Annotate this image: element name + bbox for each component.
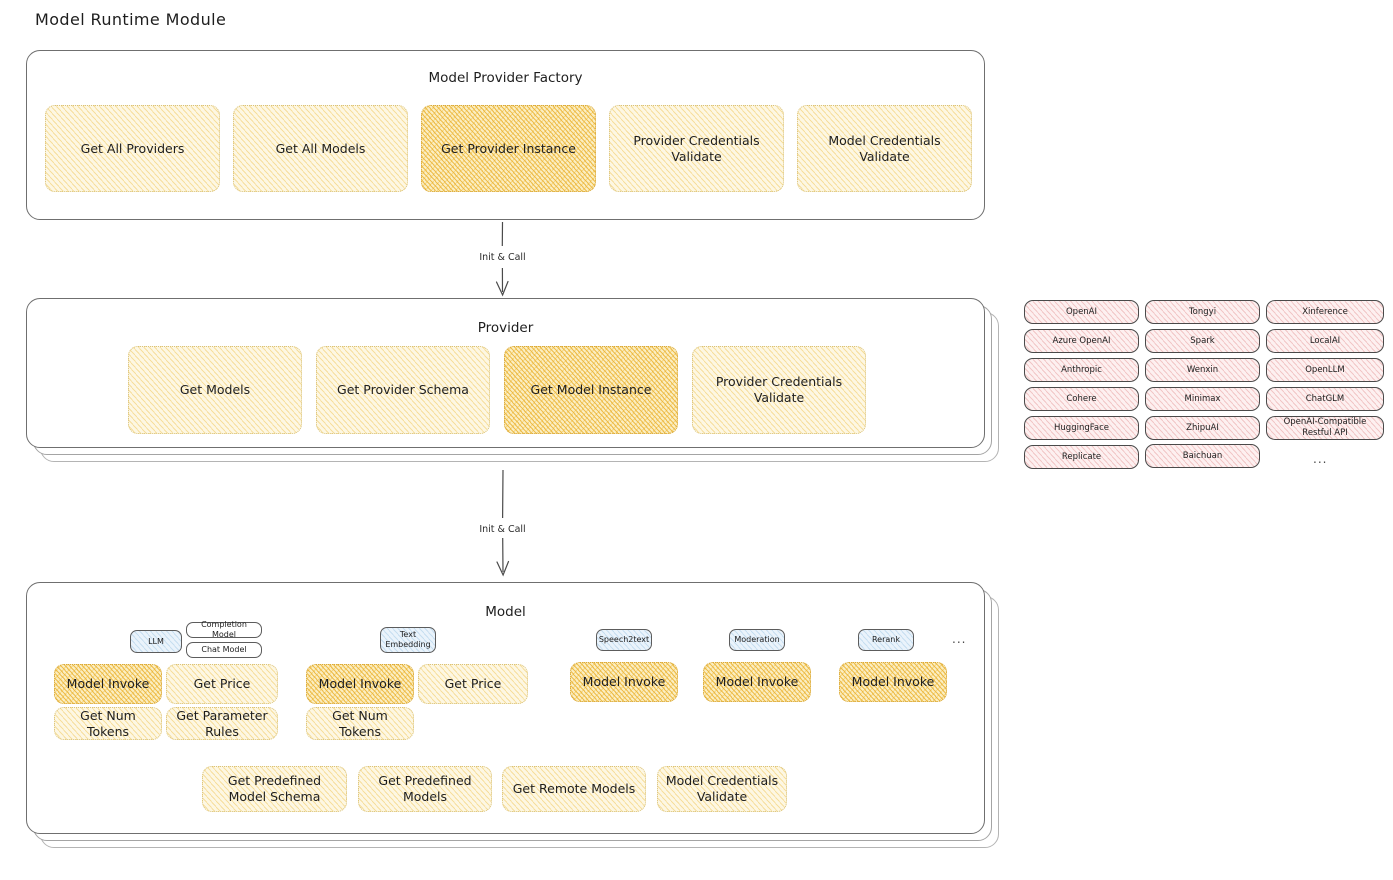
provider-chip-cohere[interactable]: Cohere [1024,387,1139,411]
arrow-label-init-and-call: Init & Call [475,523,530,536]
factory-box-provider-credentials-validate[interactable]: Provider Credentials Validate [609,105,784,192]
model-provider-factory-container: Model Provider Factory Get All Providers… [26,50,985,220]
model-common-model-credentials-validate[interactable]: Model Credentials Validate [657,766,787,812]
provider-list: OpenAI Azure OpenAI Anthropic Cohere Hug… [1024,300,1384,475]
model-types-ellipsis: ... [952,632,967,646]
provider-chip-huggingface[interactable]: HuggingFace [1024,416,1139,440]
model-type-badge-rerank[interactable]: Rerank [858,629,914,651]
model-title: Model [485,604,526,620]
provider-title: Provider [477,320,534,336]
model-common-get-predefined-models[interactable]: Get Predefined Models [358,766,492,812]
provider-chip-openai-compatible-restful-api[interactable]: OpenAI-Compatible Restful API [1266,416,1384,440]
model-method-model-invoke[interactable]: Model Invoke [703,662,811,702]
factory-box-get-provider-instance[interactable]: Get Provider Instance [421,105,596,192]
model-type-badge-speech2text[interactable]: Speech2text [596,629,652,651]
provider-chip-minimax[interactable]: Minimax [1145,387,1260,411]
provider-box-provider-credentials-validate[interactable]: Provider Credentials Validate [692,346,866,434]
provider-chip-localai[interactable]: LocalAI [1266,329,1384,353]
arrow-icon [495,221,509,297]
provider-box-get-models[interactable]: Get Models [128,346,302,434]
provider-chip-anthropic[interactable]: Anthropic [1024,358,1139,382]
provider-chip-azure-openai[interactable]: Azure OpenAI [1024,329,1139,353]
model-method-get-num-tokens[interactable]: Get Num Tokens [306,707,414,740]
provider-container: Provider Get Models Get Provider Schema … [26,298,999,462]
model-container: Model LLM Completion Model Chat Model Mo… [26,582,999,848]
provider-chip-replicate[interactable]: Replicate [1024,445,1139,469]
page-title: Model Runtime Module [35,10,227,29]
model-method-model-invoke[interactable]: Model Invoke [839,662,947,702]
provider-chip-wenxin[interactable]: Wenxin [1145,358,1260,382]
model-type-badge-moderation[interactable]: Moderation [729,629,785,651]
provider-box-get-model-instance[interactable]: Get Model Instance [504,346,678,434]
model-type-badge-text-embedding[interactable]: Text Embedding [380,627,436,653]
factory-title: Model Provider Factory [428,70,583,86]
provider-list-ellipsis: ... [1313,452,1328,466]
provider-chip-zhipuai[interactable]: ZhipuAI [1145,416,1260,440]
arrow-factory-to-provider: Init & Call [460,221,545,300]
model-subbadge-completion-model[interactable]: Completion Model [186,620,262,639]
provider-chip-baichuan[interactable]: Baichuan [1145,444,1260,468]
provider-chip-chatglm[interactable]: ChatGLM [1266,387,1384,411]
provider-chip-tongyi[interactable]: Tongyi [1145,300,1260,324]
model-method-get-parameter-rules[interactable]: Get Parameter Rules [166,707,278,740]
provider-chip-xinference[interactable]: Xinference [1266,300,1384,324]
model-subbadge-chat-model[interactable]: Chat Model [186,642,262,658]
factory-box-get-all-providers[interactable]: Get All Providers [45,105,220,192]
model-method-get-price[interactable]: Get Price [166,664,278,704]
arrow-label-init-and-call: Init & Call [475,251,530,264]
provider-chip-openai[interactable]: OpenAI [1024,300,1139,324]
model-method-model-invoke[interactable]: Model Invoke [570,662,678,702]
model-common-get-predefined-model-schema[interactable]: Get Predefined Model Schema [202,766,347,812]
model-method-model-invoke[interactable]: Model Invoke [306,664,414,704]
model-method-get-price[interactable]: Get Price [418,664,528,704]
provider-chip-spark[interactable]: Spark [1145,329,1260,353]
arrow-provider-to-model: Init & Call [460,469,545,580]
factory-box-model-credentials-validate[interactable]: Model Credentials Validate [797,105,972,192]
model-common-get-remote-models[interactable]: Get Remote Models [502,766,646,812]
arrow-icon [496,469,510,577]
provider-box-get-provider-schema[interactable]: Get Provider Schema [316,346,490,434]
model-method-model-invoke[interactable]: Model Invoke [54,664,162,704]
model-type-badge-llm[interactable]: LLM [130,630,182,653]
provider-chip-openllm[interactable]: OpenLLM [1266,358,1384,382]
model-method-get-num-tokens[interactable]: Get Num Tokens [54,707,162,740]
factory-box-get-all-models[interactable]: Get All Models [233,105,408,192]
